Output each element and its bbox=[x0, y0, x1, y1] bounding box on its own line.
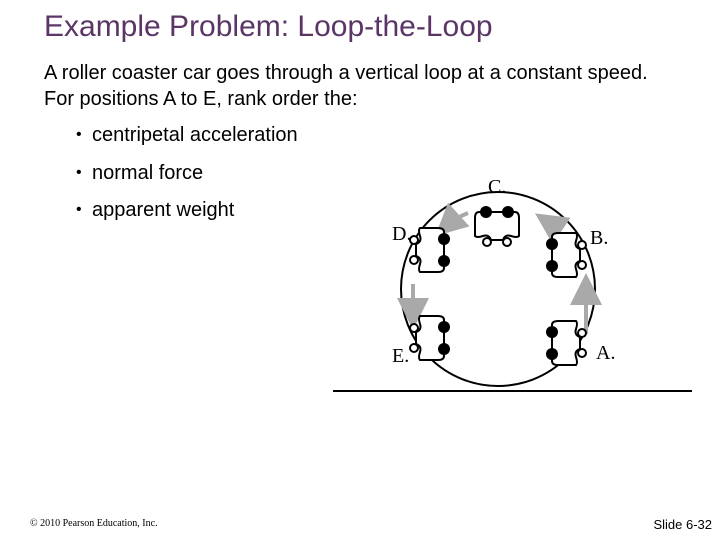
arrow-c-to-d bbox=[435, 202, 470, 237]
label-c: C. bbox=[488, 176, 506, 198]
bullet-dot-icon: • bbox=[76, 201, 82, 218]
bullet-item: • normal force bbox=[76, 160, 298, 198]
label-b: B. bbox=[590, 227, 608, 249]
slide-number: Slide 6-32 bbox=[653, 517, 712, 532]
bullet-text: apparent weight bbox=[92, 199, 235, 221]
copyright-text: © 2010 Pearson Education, Inc. bbox=[30, 518, 158, 529]
bullet-dot-icon: • bbox=[76, 126, 82, 143]
label-e: E. bbox=[392, 345, 409, 367]
bullet-item: • apparent weight bbox=[76, 197, 298, 235]
bullet-text: centripetal acceleration bbox=[92, 124, 298, 146]
bullet-item: • centripetal acceleration bbox=[76, 122, 298, 160]
bullet-dot-icon: • bbox=[76, 163, 82, 181]
loop-diagram: A. B. C. D. E. bbox=[333, 176, 692, 392]
problem-statement: A roller coaster car goes through a vert… bbox=[44, 62, 648, 110]
slide-title: Example Problem: Loop-the-Loop bbox=[44, 10, 493, 43]
bullet-text: normal force bbox=[92, 161, 204, 184]
bullet-list: •centripetal acceleration •normal force … bbox=[76, 122, 298, 235]
label-a: A. bbox=[596, 342, 615, 364]
label-d: D. bbox=[392, 223, 411, 245]
